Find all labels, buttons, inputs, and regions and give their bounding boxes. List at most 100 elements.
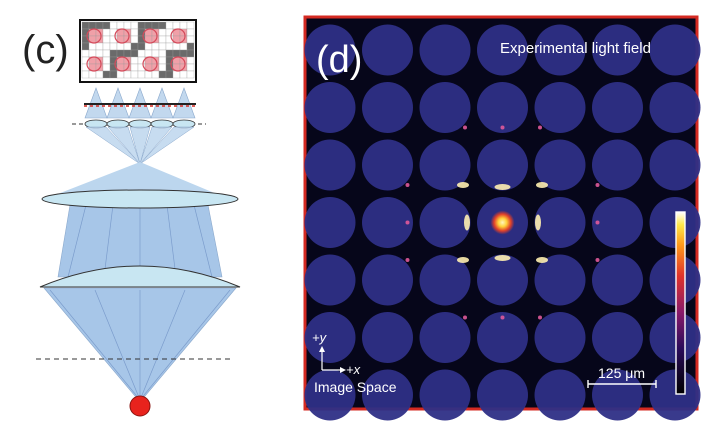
- arc-spot: [536, 182, 548, 188]
- mask-cell: [166, 50, 173, 57]
- field-disk: [650, 82, 701, 133]
- field-disk: [650, 140, 701, 191]
- mask-cell: [166, 71, 173, 78]
- faint-spot: [406, 258, 410, 262]
- mask-cell: [173, 43, 180, 50]
- field-disk: [650, 25, 701, 76]
- field-disk: [477, 82, 528, 133]
- mask-cell: [110, 43, 117, 50]
- faint-spot: [501, 126, 505, 130]
- field-disk: [592, 197, 643, 248]
- mask-cell: [96, 71, 103, 78]
- mask-cell: [82, 50, 89, 57]
- mask-cell: [152, 22, 159, 29]
- mask-cell: [131, 57, 138, 64]
- mask-cell: [159, 36, 166, 43]
- mask-cell: [166, 43, 173, 50]
- mask-cell: [82, 22, 89, 29]
- mask-cell: [173, 50, 180, 57]
- mask-cell: [117, 50, 124, 57]
- faint-spot: [596, 258, 600, 262]
- field-disk: [362, 25, 413, 76]
- axis-x-label: +x: [346, 362, 361, 377]
- mask-cell: [159, 57, 166, 64]
- mask-cell: [152, 71, 159, 78]
- field-disk: [305, 140, 356, 191]
- mask-cell: [103, 29, 110, 36]
- mask-cell: [131, 36, 138, 43]
- mask-cell: [180, 71, 187, 78]
- mask-cell: [110, 50, 117, 57]
- mask-cell: [124, 22, 131, 29]
- mask-cell: [103, 36, 110, 43]
- mask-cell: [187, 22, 194, 29]
- mask-cell: [187, 50, 194, 57]
- mask-cell: [180, 50, 187, 57]
- mask-cell: [187, 64, 194, 71]
- faint-spot: [538, 126, 542, 130]
- field-disk: [420, 25, 471, 76]
- mask-cell: [187, 43, 194, 50]
- field-disk: [650, 197, 701, 248]
- mask-cell: [152, 43, 159, 50]
- field-disk: [477, 140, 528, 191]
- mask-cell: [96, 50, 103, 57]
- field-disk: [650, 312, 701, 363]
- field-disk: [305, 370, 356, 421]
- mask-cell: [131, 29, 138, 36]
- central-hotspot: [491, 211, 515, 235]
- field-disk: [305, 82, 356, 133]
- mask-cell: [159, 43, 166, 50]
- mask-cell: [117, 22, 124, 29]
- lens-upper: [42, 190, 238, 208]
- faint-spot: [406, 183, 410, 187]
- field-disk: [592, 312, 643, 363]
- mask-cell: [145, 43, 152, 50]
- field-disk: [305, 255, 356, 306]
- faint-spot: [596, 221, 600, 225]
- field-disk: [362, 140, 413, 191]
- mask-cell: [159, 64, 166, 71]
- mask-cell: [96, 22, 103, 29]
- mask-cell: [138, 71, 145, 78]
- arc-spot: [457, 257, 469, 263]
- scale-bar-label: 125 μm: [598, 365, 645, 381]
- mask-cell: [180, 22, 187, 29]
- mask-cell: [117, 43, 124, 50]
- mask-cell: [145, 22, 152, 29]
- field-disk: [535, 370, 586, 421]
- mask-cell: [117, 71, 124, 78]
- panel-c-optics: [36, 20, 240, 416]
- field-disk: [362, 312, 413, 363]
- field-disk: [535, 197, 586, 248]
- field-disk: [477, 370, 528, 421]
- panel-d-title: Experimental light field: [500, 40, 651, 57]
- field-disk: [420, 197, 471, 248]
- mask-cell: [131, 64, 138, 71]
- arc-spot: [535, 215, 541, 231]
- field-disk: [592, 82, 643, 133]
- field-disk: [362, 82, 413, 133]
- faint-spot: [501, 316, 505, 320]
- mask-cell: [138, 22, 145, 29]
- mask-cell: [82, 71, 89, 78]
- arc-spot: [464, 215, 470, 231]
- image-space-label: Image Space: [314, 379, 397, 395]
- faint-spot: [538, 316, 542, 320]
- field-disk: [362, 197, 413, 248]
- mask-cell: [152, 50, 159, 57]
- mask-cell: [103, 43, 110, 50]
- mask-cell: [131, 50, 138, 57]
- mask-cell: [124, 71, 131, 78]
- colorbar: [676, 212, 685, 394]
- mask-cell: [187, 29, 194, 36]
- axis-y-label: +y: [312, 330, 328, 345]
- field-disk: [420, 370, 471, 421]
- field-disk: [592, 255, 643, 306]
- field-disk: [362, 370, 413, 421]
- mask-cell: [159, 50, 166, 57]
- mask-cell: [145, 50, 152, 57]
- field-disk: [362, 255, 413, 306]
- mask-cell: [187, 36, 194, 43]
